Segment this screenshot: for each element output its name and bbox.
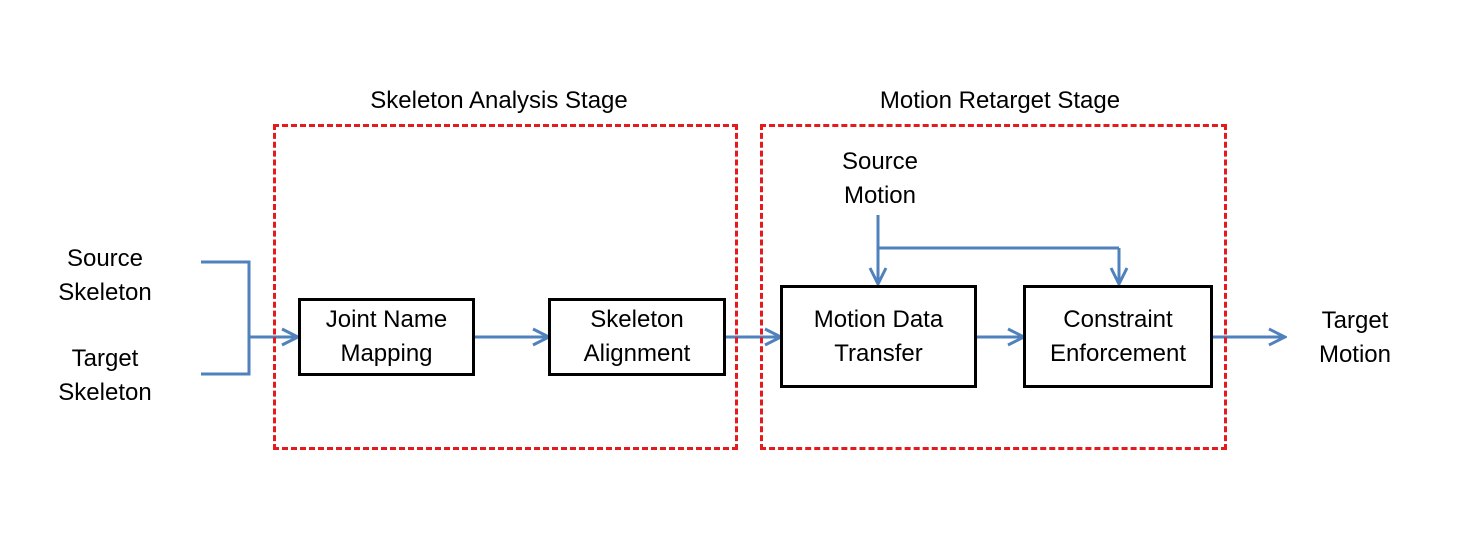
skeleton-analysis-stage-frame [273,124,738,450]
skeleton-analysis-stage-title: Skeleton Analysis Stage [370,87,628,114]
target-skeleton-label: Target Skeleton [58,345,152,406]
target-motion-label: Target Motion [1318,307,1392,368]
source-skeleton-line [201,260,251,337]
source-skeleton-label: Source Skeleton [58,245,152,306]
source-motion-label: Source Motion [841,148,919,209]
constraint-enforcement-box: Constraint Enforcement [1023,285,1213,388]
skeleton-alignment-box: Skeleton Alignment [548,298,726,376]
target-skeleton-line [201,337,251,376]
joint-name-mapping-box: Joint Name Mapping [298,298,475,376]
motion-data-transfer-box: Motion Data Transfer [780,285,977,388]
motion-retarget-stage-title: Motion Retarget Stage [879,87,1121,114]
motion-retarget-stage-frame [760,124,1227,450]
